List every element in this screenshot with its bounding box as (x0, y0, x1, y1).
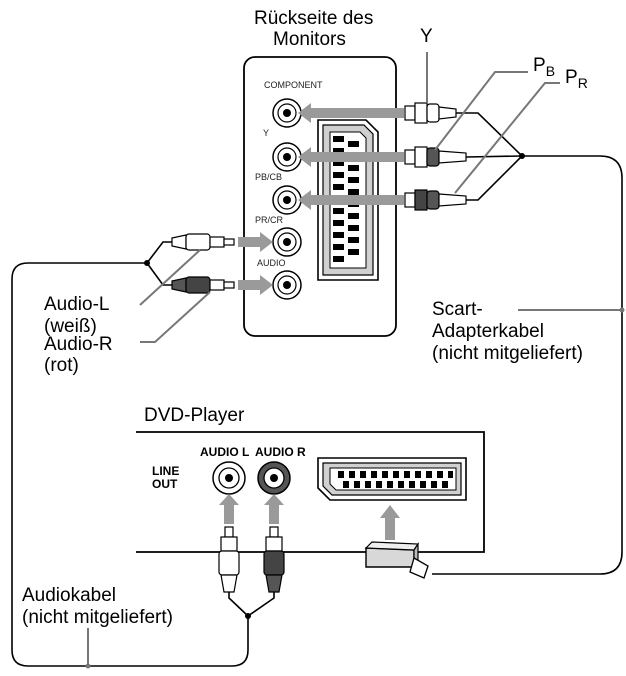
signal-pb-sub: B (545, 63, 556, 79)
signal-leaders (426, 52, 560, 194)
scart-cable-line3: (nicht mitgeliefert) (432, 343, 583, 364)
dvd-scart-socket (317, 457, 467, 501)
signal-pr-label: PR (565, 67, 588, 91)
dvd-audio-r-label: AUDIO R (255, 445, 306, 459)
plug-pb (404, 146, 467, 168)
audio-label: AUDIO (257, 258, 286, 268)
dvd-jack-audio-r (257, 461, 291, 495)
scart-cable-line2: Adapterkabel (432, 321, 544, 342)
plug-audio-l-monitor (171, 233, 235, 251)
jack-pb-label: PB/CB (255, 172, 283, 182)
audio-l-color: (weiß) (44, 316, 97, 337)
audio-r-label: Audio-R (44, 334, 113, 355)
audio-cable-line1: Audiokabel (22, 585, 117, 606)
signal-pr-main: P (565, 67, 578, 88)
audio-cable-line2: (nicht mitgeliefert) (22, 607, 173, 628)
jack-pr (272, 185, 302, 215)
jack-audio-r (272, 270, 302, 300)
jack-audio-l (272, 227, 302, 257)
line-out-label-1: LINE (152, 464, 180, 478)
monitor-title-line2: Monitors (273, 29, 346, 50)
plug-y (404, 102, 457, 124)
plug-pr (404, 189, 467, 211)
monitor-title-line1: Rückseite des (254, 8, 374, 29)
jack-pb (272, 142, 302, 172)
signal-y-label: Y (420, 26, 433, 47)
dvd-title: DVD-Player (144, 405, 245, 426)
audio-cable-dvd-side (228, 592, 275, 619)
dvd-arrows (219, 494, 400, 540)
line-out-label-2: OUT (152, 477, 178, 491)
audio-leaders (139, 249, 211, 343)
jack-y-label: Y (263, 128, 270, 138)
dvd-player-panel (136, 431, 485, 553)
signal-pr-sub: R (577, 75, 588, 91)
jack-pr-label: PR/CR (255, 215, 284, 225)
dvd-audio-l-label: AUDIO L (200, 445, 250, 459)
audio-l-label: Audio-L (44, 294, 110, 315)
audio-r-color: (rot) (44, 355, 79, 376)
plug-audio-l-dvd (218, 526, 240, 593)
component-cable (432, 112, 623, 575)
audio-arrows-monitor (238, 232, 273, 295)
plug-audio-r-monitor (171, 276, 235, 294)
scart-cable-line1: Scart- (432, 299, 483, 320)
signal-pb-main: P (533, 55, 546, 76)
cable-leaders (87, 309, 622, 666)
signal-pb-label: PB (533, 55, 556, 79)
jack-y (272, 98, 302, 128)
component-arrows (298, 103, 404, 210)
dvd-jack-audio-l (212, 461, 246, 495)
scart-adapter-plug (364, 541, 429, 579)
plug-audio-r-dvd (263, 526, 285, 593)
component-label: COMPONENT (264, 80, 323, 90)
